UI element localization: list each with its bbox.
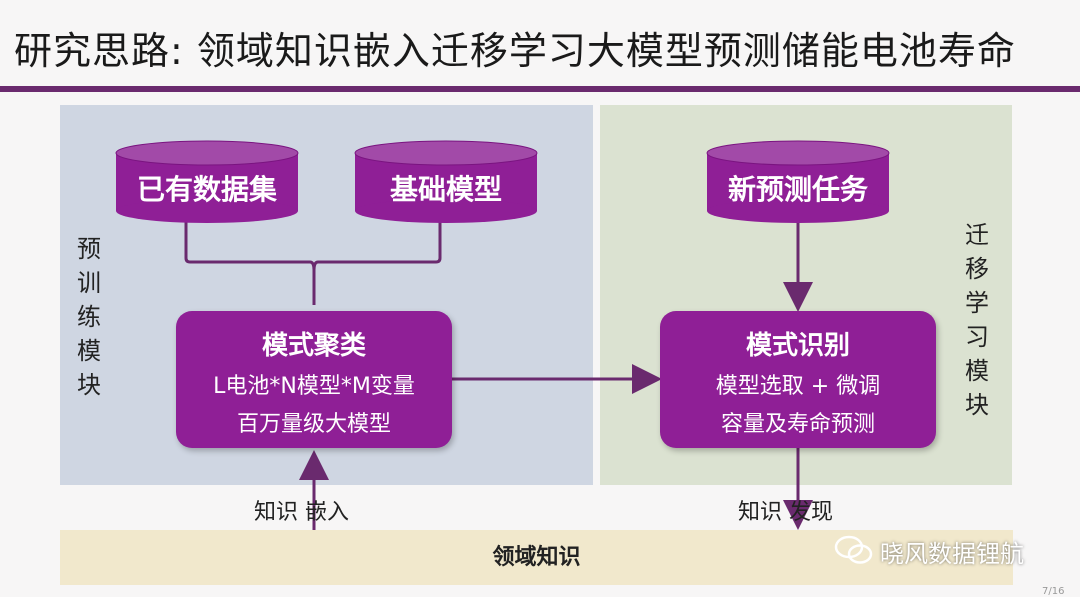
pattern-recognition-line1: 模型选取 + 微调 — [715, 374, 881, 399]
merge-connector — [184, 222, 442, 305]
title-underline — [0, 86, 1080, 92]
base-model-label: 基础模型 — [389, 173, 502, 206]
pattern-clustering-box: 模式聚类 L电池*N模型*M变量 百万量级大模型 — [176, 311, 452, 448]
knowledge-embed-label: 知识 嵌入 — [254, 500, 349, 525]
watermark-text: 晓风数据锂航 — [880, 540, 1024, 568]
base-model-cylinder — [354, 140, 538, 223]
pattern-recognition-line2: 容量及寿命预测 — [720, 412, 875, 437]
dataset-label: 已有数据集 — [136, 173, 277, 206]
pretraining-module-label: 预训练模块 — [74, 232, 104, 402]
domain-knowledge-label: 领域知识 — [492, 545, 581, 570]
slide-title: 研究思路: 领域知识嵌入迁移学习大模型预测储能电池寿命 — [14, 29, 1016, 73]
pattern-clustering-heading: 模式聚类 — [261, 331, 366, 361]
new-task-cylinder — [706, 140, 890, 223]
page-number: 7/16 — [1042, 586, 1065, 597]
wechat-icon — [834, 535, 873, 564]
pattern-clustering-line2: 百万量级大模型 — [236, 412, 391, 437]
pattern-recognition-heading: 模式识别 — [745, 331, 850, 361]
transfer-module-label: 迁移学习模块 — [962, 218, 992, 422]
new-task-label: 新预测任务 — [727, 173, 868, 206]
dataset-cylinder — [115, 140, 299, 223]
transfer-module-text: 迁移学习模块 — [965, 221, 989, 419]
pattern-clustering-line1: L电池*N模型*M变量 — [213, 374, 415, 399]
pattern-recognition-box: 模式识别 模型选取 + 微调 容量及寿命预测 — [660, 311, 936, 448]
pretraining-module-text: 预训练模块 — [77, 235, 101, 399]
knowledge-discover-label: 知识 发现 — [738, 500, 833, 525]
